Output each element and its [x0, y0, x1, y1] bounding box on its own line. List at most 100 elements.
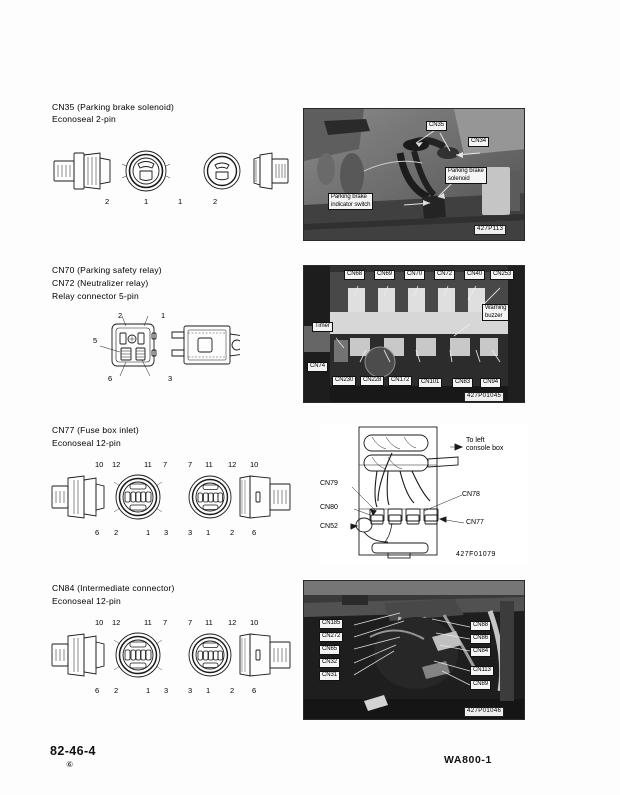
callout-cn228: CN228 — [360, 376, 385, 386]
cn35-pin-right-1: 1 — [178, 197, 183, 206]
cn84-pin-l2: 2 — [114, 686, 119, 695]
callout-cn35: CN35 — [426, 121, 447, 131]
callout-cn32: CN32 — [319, 658, 340, 668]
cn77-pin-l1: 1 — [146, 528, 151, 537]
cn77-connector-drawing — [50, 470, 295, 532]
label-cn80: CN80 — [320, 504, 338, 511]
cn35-title-line1: CN35 (Parking brake solenoid) — [52, 102, 175, 112]
callout-cn86: CN86 — [470, 634, 491, 644]
photo-id-427p01045: 427P01045 — [464, 392, 505, 402]
callout-cn94: CN94 — [480, 378, 501, 388]
cn70-pin-3: 3 — [168, 374, 173, 383]
cn35-pin-left-1: 1 — [144, 197, 149, 206]
cn70-relay-drawing — [80, 308, 240, 386]
photo-relay-box: CN68 CN69 CN70 CN72 CN40 CN253 Timer War… — [303, 265, 525, 403]
callout-timer: Timer — [312, 322, 333, 332]
callout-cn253: CN253 — [490, 270, 515, 280]
cn72-title-line2: CN72 (Neutralizer relay) — [52, 278, 149, 288]
label-cn79: CN79 — [320, 480, 338, 487]
callout-cn89: CN89 — [470, 680, 491, 690]
callout-parking-brake-indicator-switch: Parking brake indicator switch — [328, 193, 374, 210]
callout-cn34: CN34 — [468, 137, 489, 147]
callout-cn230: CN230 — [332, 376, 357, 386]
cn77-pin-r11: 11 — [205, 460, 213, 469]
cn35-pin-left-2: 2 — [105, 197, 110, 206]
cn77-pin-l12: 12 — [112, 460, 121, 469]
callout-warning-buzzer: Warning buzzer — [482, 304, 510, 321]
cn84-pin-l1: 1 — [146, 686, 151, 695]
cn77-title-line1: CN77 (Fuse box inlet) — [52, 425, 139, 435]
callout-cn172: CN172 — [388, 376, 413, 386]
page-number: 82-46-4 — [50, 744, 96, 758]
cn84-pin-r3: 3 — [188, 686, 193, 695]
callout-cn72: CN72 — [434, 270, 455, 280]
cn77-pin-r3: 3 — [188, 528, 193, 537]
cn84-pin-l3: 3 — [164, 686, 169, 695]
cn84-pin-r6: 6 — [252, 686, 257, 695]
callout-cn69: CN69 — [374, 270, 395, 280]
cn70-pin-6: 6 — [108, 374, 113, 383]
cn77-pin-r10: 10 — [250, 460, 259, 469]
photo-id-427p01046: 427P01046 — [464, 707, 505, 717]
cn77-pin-l2: 2 — [114, 528, 119, 537]
relay-title-line3: Relay connector 5-pin — [52, 291, 139, 301]
cn84-title-line1: CN84 (Intermediate connector) — [52, 583, 175, 593]
callout-cn70: CN70 — [404, 270, 425, 280]
callout-cn31: CN31 — [319, 671, 340, 681]
cn84-pin-l7: 7 — [163, 618, 168, 627]
photo-parking-brake: CN35 CN34 Parking brake solenoid Parking… — [303, 108, 525, 241]
cn84-connector-drawing — [50, 628, 295, 690]
cn84-pin-l6: 6 — [95, 686, 100, 695]
cn77-pin-l6: 6 — [95, 528, 100, 537]
label-cn77: CN77 — [466, 519, 484, 526]
model-designation: WA800-1 — [444, 754, 492, 766]
label-cn78: CN78 — [462, 491, 480, 498]
cn70-title-line1: CN70 (Parking safety relay) — [52, 265, 162, 275]
cn77-pin-l3: 3 — [164, 528, 169, 537]
cn77-pin-r2: 2 — [230, 528, 235, 537]
cn77-pin-r1: 1 — [206, 528, 211, 537]
revision-mark: ⑥ — [66, 760, 74, 769]
cn84-pin-r12: 12 — [228, 618, 237, 627]
cn84-pin-l10: 10 — [95, 618, 104, 627]
callout-cn101: CN101 — [418, 378, 443, 388]
callout-cn74: CN74 — [307, 362, 328, 372]
cn84-pin-r2: 2 — [230, 686, 235, 695]
cn77-title-line2: Econoseal 12-pin — [52, 438, 121, 448]
callout-cn65: CN65 — [319, 645, 340, 655]
cn70-pin-1: 1 — [161, 311, 166, 320]
callout-cn88: CN88 — [470, 621, 491, 631]
callout-cn113: CN113 — [470, 666, 494, 676]
cn35-title-line2: Econoseal 2-pin — [52, 114, 116, 124]
cn84-title-line2: Econoseal 12-pin — [52, 596, 121, 606]
callout-cn84: CN84 — [470, 647, 491, 657]
label-cn52: CN52 — [320, 523, 338, 530]
label-to-left-console-box: To left console box — [466, 437, 504, 452]
cn35-connector-drawing — [50, 145, 290, 205]
cn70-pin-2: 2 — [118, 311, 123, 320]
cn84-pin-l12: 12 — [112, 618, 121, 627]
cn77-pin-l11: 11 — [144, 460, 152, 469]
cn70-pin-5: 5 — [93, 336, 98, 345]
cn77-pin-r6: 6 — [252, 528, 257, 537]
callout-cn40: CN40 — [464, 270, 485, 280]
cn77-pin-r12: 12 — [228, 460, 237, 469]
callout-cn68: CN68 — [344, 270, 365, 280]
cn84-pin-l11: 11 — [144, 618, 152, 627]
cn35-pin-right-2: 2 — [213, 197, 218, 206]
photo-intermediate-connector: CN185 CN272 CN65 CN32 CN31 CN88 CN86 CN8… — [303, 580, 525, 720]
cn84-pin-r11: 11 — [205, 618, 213, 627]
cn77-pin-r7: 7 — [188, 460, 193, 469]
drawing-fuse-box-inlet: CN79 CN80 CN52 CN78 CN77 To left console… — [320, 423, 528, 563]
photo-id-427p113: 427P113 — [474, 225, 507, 235]
cn77-pin-l7: 7 — [163, 460, 168, 469]
callout-cn185: CN185 — [319, 619, 344, 629]
callout-cn83: CN83 — [452, 378, 473, 388]
cn84-pin-r7: 7 — [188, 618, 193, 627]
cn77-pin-l10: 10 — [95, 460, 104, 469]
callout-parking-brake-solenoid: Parking brake solenoid — [445, 167, 487, 184]
drawing-id-427f01079: 427F01079 — [456, 551, 496, 558]
cn84-pin-r10: 10 — [250, 618, 259, 627]
cn84-pin-r1: 1 — [206, 686, 211, 695]
